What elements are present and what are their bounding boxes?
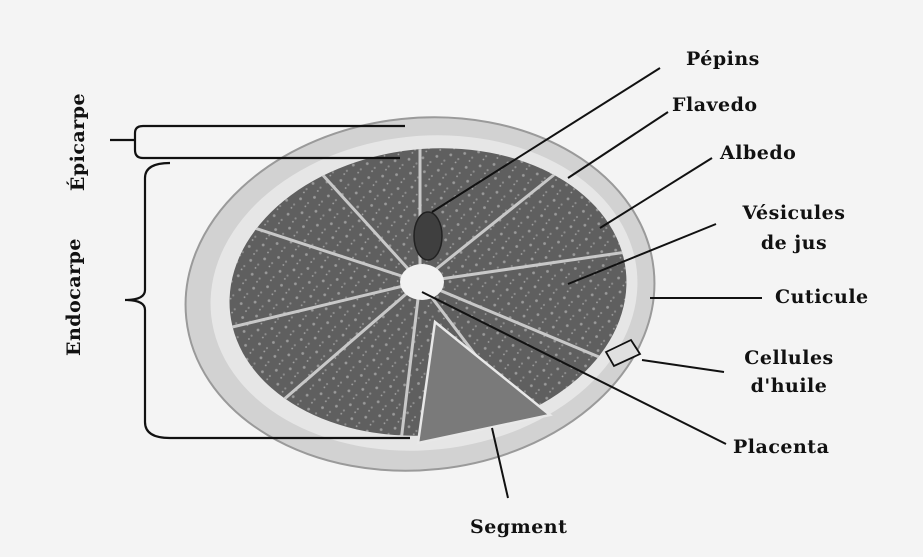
label-placenta: Placenta [733,435,829,459]
label-vesicules-line2: de jus [724,231,864,255]
label-albedo: Albedo [720,141,796,165]
seed [414,212,442,260]
label-cuticule: Cuticule [775,285,869,309]
label-flavedo: Flavedo [672,93,758,117]
label-segment: Segment [470,515,567,539]
label-pepins: Pépins [686,47,760,71]
label-epicarpe: Épicarpe [67,87,91,197]
label-cellules-line1: Cellules [724,346,854,370]
core [400,264,444,300]
label-endocarpe: Endocarpe [63,232,87,362]
label-vesicules-line1: Vésicules [724,201,864,225]
label-cellules-line2: d'huile [724,374,854,398]
